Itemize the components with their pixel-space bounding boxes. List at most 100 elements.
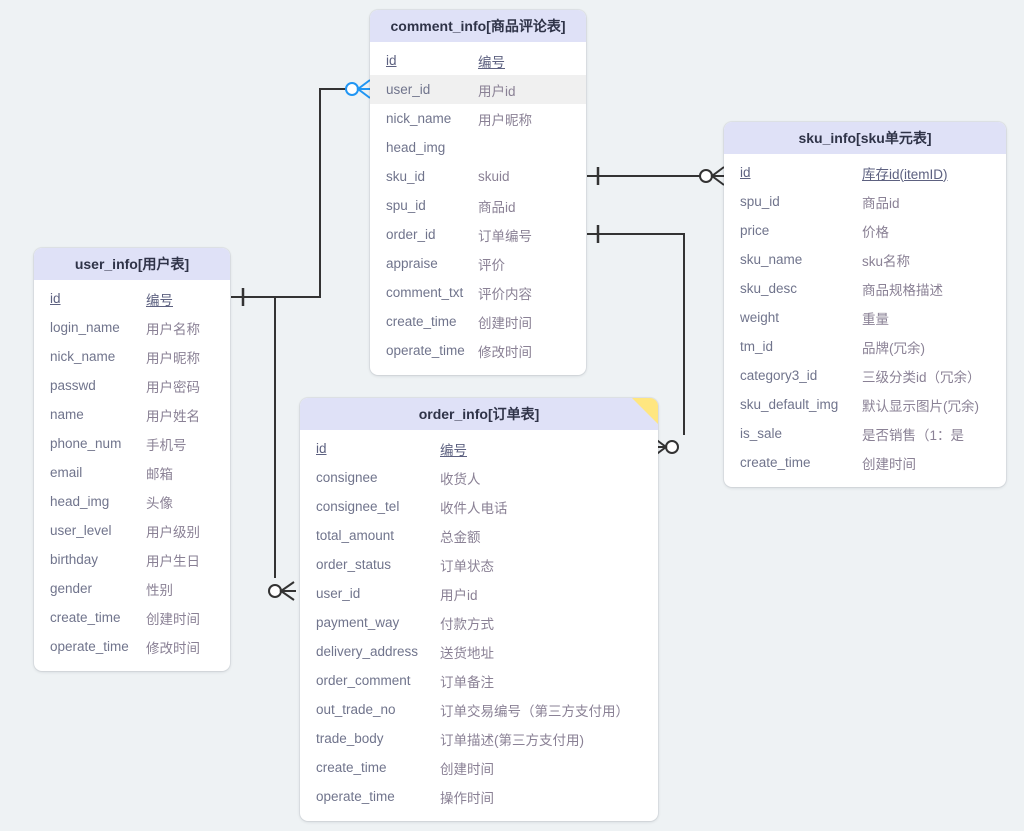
column-name: gender — [50, 581, 93, 596]
column-row[interactable]: consignee 收货人 — [300, 463, 658, 492]
relationship-user-info-to-order-info — [231, 296, 296, 601]
column-row[interactable]: sku_id skuid — [370, 162, 586, 191]
column-desc: skuid — [478, 169, 510, 184]
column-desc: 品牌(冗余) — [862, 340, 925, 356]
entity-header-order-info: order_info[订单表] — [300, 398, 658, 430]
column-name: comment_txt — [386, 285, 464, 300]
column-name: operate_time — [316, 789, 395, 804]
column-name: user_id — [316, 586, 361, 601]
column-name: sku_default_img — [740, 397, 839, 412]
column-name: spu_id — [740, 194, 780, 209]
column-row[interactable]: payment_way 付款方式 — [300, 608, 658, 637]
column-name: id — [386, 53, 397, 68]
column-name: order_status — [316, 557, 392, 572]
column-row[interactable]: head_img — [370, 133, 586, 162]
column-desc: 订单交易编号（第三方支付用） — [440, 703, 629, 719]
column-desc: 用户昵称 — [478, 112, 532, 128]
column-desc: 三级分类id（冗余） — [862, 369, 981, 385]
column-name: appraise — [386, 256, 438, 271]
column-desc: 重量 — [862, 311, 889, 327]
column-row[interactable]: out_trade_no 订单交易编号（第三方支付用） — [300, 695, 658, 724]
column-name: login_name — [50, 320, 120, 335]
column-desc: 订单编号 — [478, 228, 532, 244]
column-name: total_amount — [316, 528, 395, 543]
entity-title-order-info: order_info[订单表] — [418, 406, 540, 422]
column-desc: 付款方式 — [440, 616, 494, 632]
column-desc: 收货人 — [440, 471, 481, 487]
column-row[interactable]: total_amount 总金额 — [300, 521, 658, 550]
column-name: create_time — [50, 610, 121, 625]
column-name: create_time — [740, 455, 811, 470]
column-name: sku_id — [386, 169, 426, 184]
column-desc: 默认显示图片(冗余) — [862, 398, 979, 414]
column-desc: 订单描述(第三方支付用) — [440, 732, 584, 748]
relationship-user-info-to-comment-info — [231, 79, 372, 306]
column-desc: 总金额 — [440, 529, 481, 545]
entity-title-sku-info: sku_info[sku单元表] — [798, 130, 932, 146]
column-desc: 手机号 — [146, 437, 187, 453]
column-desc: 邮箱 — [146, 466, 173, 482]
column-name: out_trade_no — [316, 702, 396, 717]
column-name: payment_way — [316, 615, 400, 630]
column-desc: 性别 — [146, 582, 173, 598]
column-name: price — [740, 223, 770, 238]
column-desc: 价格 — [862, 224, 889, 240]
column-name: consignee — [316, 470, 378, 485]
column-row[interactable]: price 价格 — [724, 216, 1006, 245]
column-name: birthday — [50, 552, 99, 567]
column-row[interactable]: gender 性别 — [34, 574, 230, 603]
column-name: create_time — [316, 760, 387, 775]
column-row[interactable]: sku_default_img 默认显示图片(冗余) — [724, 390, 1006, 419]
column-desc: 修改时间 — [478, 344, 532, 360]
column-name: spu_id — [386, 198, 426, 213]
entity-header-user-info: user_info[用户表] — [34, 248, 230, 280]
